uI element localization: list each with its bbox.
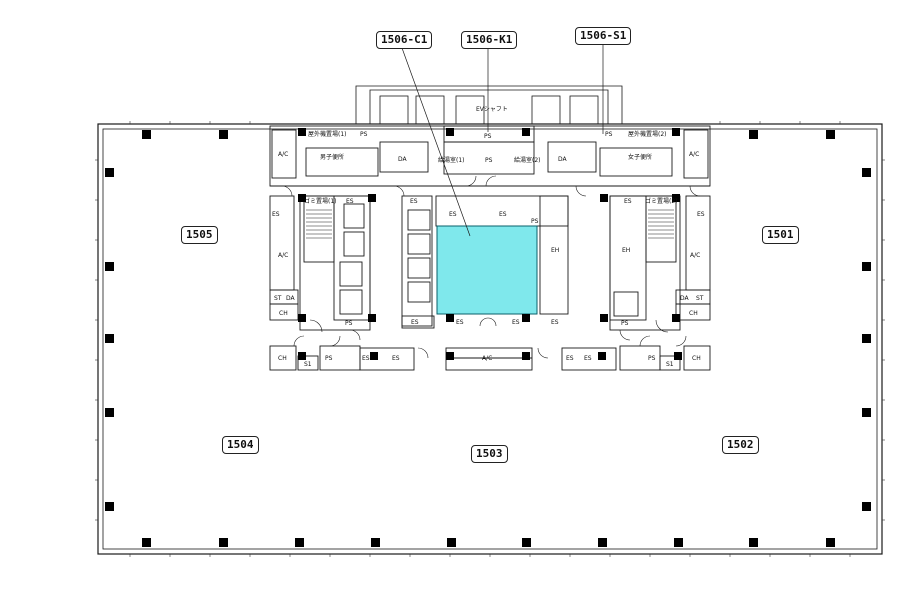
label-s1-right: S1 xyxy=(666,361,674,368)
core-columns xyxy=(298,128,682,360)
wall-ticks xyxy=(95,121,885,557)
label-ps-lower-left: PS xyxy=(345,320,353,327)
label-es-11: ES xyxy=(551,319,559,326)
label-st-right: ST xyxy=(696,295,704,302)
leader-lines xyxy=(401,44,604,237)
unit-tag-1506-s1[interactable]: 1506-S1 xyxy=(575,27,632,45)
label-da-right: DA xyxy=(558,156,567,163)
label-ac-side-right: A/C xyxy=(690,252,701,259)
label-mens-wc: 男子便所 xyxy=(320,154,345,161)
unit-tag-1501[interactable]: 1501 xyxy=(762,226,799,244)
label-ac-top-right: A/C xyxy=(689,151,700,158)
door-swings xyxy=(281,175,701,359)
label-es-15: ES xyxy=(584,355,592,362)
label-da-side-left: DA xyxy=(286,295,295,302)
label-st-left: ST xyxy=(274,295,282,302)
unit-tag-1503[interactable]: 1503 xyxy=(471,445,508,463)
label-ps-bottom-left: PS xyxy=(325,355,333,362)
label-outdoor-right: 屋外機置場(2) xyxy=(628,131,667,138)
unit-tag-1504[interactable]: 1504 xyxy=(222,436,259,454)
label-es-1: ES xyxy=(346,198,354,205)
label-outdoor-left: 屋外機置場(1) xyxy=(308,131,347,138)
label-ac-top-left: A/C xyxy=(278,151,289,158)
outer-wall xyxy=(97,123,883,555)
label-es-4: ES xyxy=(272,211,280,218)
label-ps-lower-right: PS xyxy=(621,320,629,327)
label-eh-right: EH xyxy=(622,247,631,254)
unit-tag-1506-k1[interactable]: 1506-K1 xyxy=(461,31,518,49)
label-ac-bottom: A/C xyxy=(482,355,493,362)
label-ps-top-right: PS xyxy=(605,131,613,138)
label-ch-side-left: CH xyxy=(279,310,288,317)
label-kyuto2: 給湯室(2) xyxy=(514,157,541,164)
label-es-7: ES xyxy=(499,211,507,218)
label-ps-top-left: PS xyxy=(360,131,368,138)
label-eh-left: EH xyxy=(551,247,560,254)
label-gomi1: ゴミ置場(1) xyxy=(304,198,337,205)
label-ch-bottom-left: CH xyxy=(278,355,287,362)
label-da-side-right: DA xyxy=(680,295,689,302)
label-es-3: ES xyxy=(624,198,632,205)
label-womens-wc: 女子便所 xyxy=(628,154,653,161)
label-s1-left: S1 xyxy=(304,361,312,368)
label-gomi2: ゴミ置場(2) xyxy=(645,198,678,205)
label-ev-shaft: EVシャフト xyxy=(476,106,508,113)
unit-tag-1505[interactable]: 1505 xyxy=(181,226,218,244)
highlighted-unit[interactable] xyxy=(436,225,538,315)
label-ps-top: PS xyxy=(484,133,492,140)
stairs xyxy=(306,209,674,239)
label-ac-side-left: A/C xyxy=(278,252,289,259)
label-da-left: DA xyxy=(398,156,407,163)
core-walls xyxy=(269,125,711,371)
label-ch-side-right: CH xyxy=(689,310,698,317)
label-ps-center: PS xyxy=(485,157,493,164)
unit-tag-1506-c1[interactable]: 1506-C1 xyxy=(376,31,433,49)
label-es-12: ES xyxy=(362,355,370,362)
label-es-6: ES xyxy=(449,211,457,218)
label-ch-bottom-right: CH xyxy=(692,355,701,362)
inner-wall xyxy=(102,128,878,550)
label-es-8: ES xyxy=(411,319,419,326)
label-ps-mid: PS xyxy=(531,218,539,225)
label-es-10: ES xyxy=(512,319,520,326)
label-es-14: ES xyxy=(566,355,574,362)
label-es-2: ES xyxy=(410,198,418,205)
unit-tag-1502[interactable]: 1502 xyxy=(722,436,759,454)
label-es-13: ES xyxy=(392,355,400,362)
label-ps-bottom-right: PS xyxy=(648,355,656,362)
ev-shaft-block xyxy=(355,85,623,125)
label-kyuto1: 給湯室(1) xyxy=(438,157,465,164)
columns xyxy=(105,130,871,547)
label-es-9: ES xyxy=(456,319,464,326)
label-es-5: ES xyxy=(697,211,705,218)
